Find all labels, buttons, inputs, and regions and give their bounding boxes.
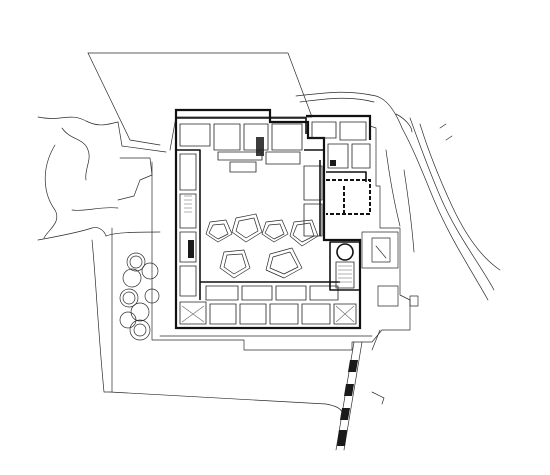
south-stairway (335, 341, 363, 451)
courtyard-planters (205, 213, 319, 279)
platform-outline (151, 125, 411, 351)
upper-terrace-outline (87, 52, 313, 151)
east-annex (361, 231, 419, 307)
building (174, 108, 372, 330)
terrain-right (295, 91, 501, 301)
terrain-bottom (109, 329, 385, 413)
circular-structures (119, 252, 160, 341)
terrain-left (37, 116, 167, 393)
